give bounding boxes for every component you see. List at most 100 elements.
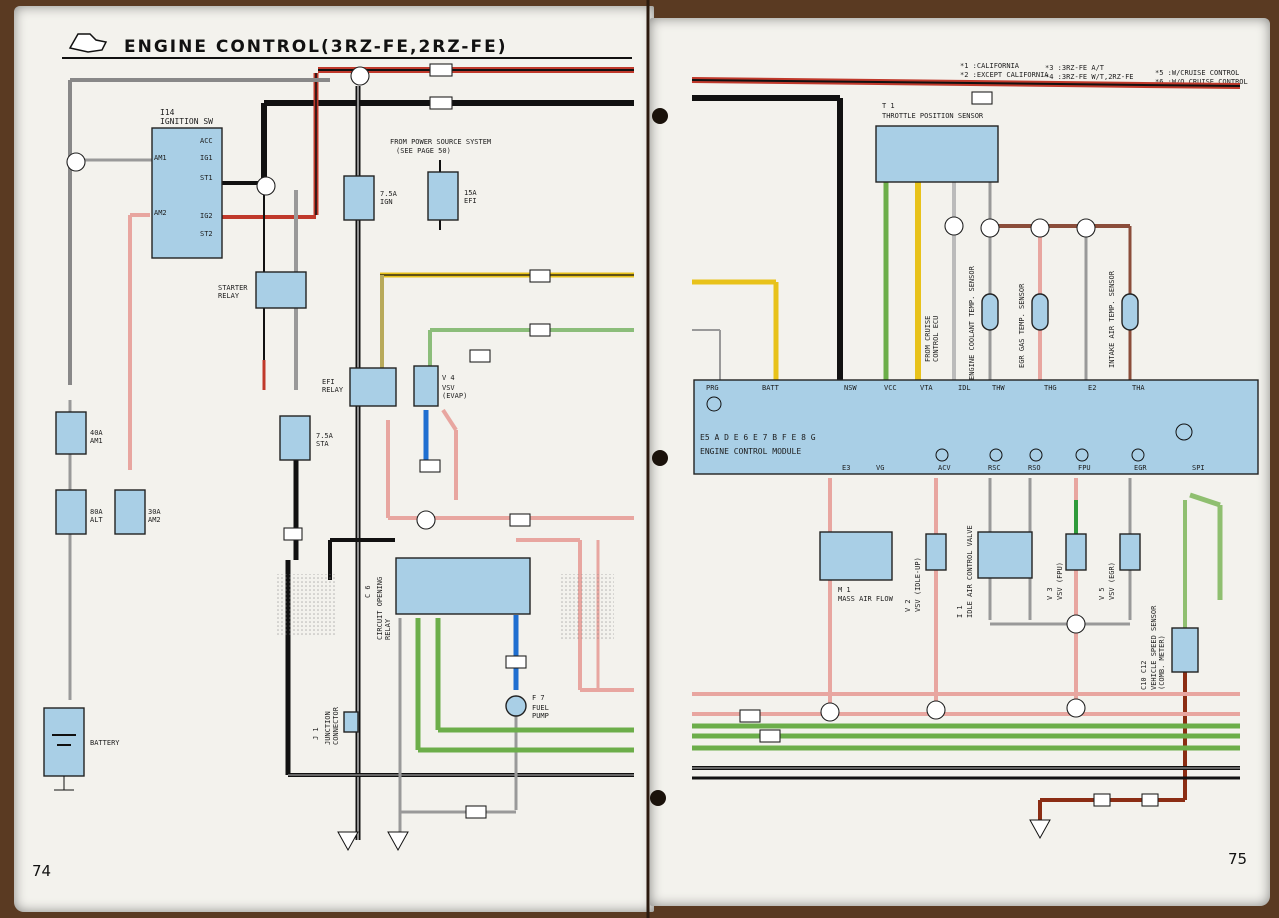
svg-text:SPI: SPI	[1192, 464, 1205, 472]
throttle-position-sensor: T 1 THROTTLE POSITION SENSOR	[875, 102, 999, 183]
hatched-junctions	[276, 574, 614, 640]
circuit-opening-relay: C 6 CIRCUIT OPENINGRELAY	[364, 557, 531, 640]
vsv-fpu: V 3 VSV (FPU)	[1046, 533, 1087, 600]
svg-text:VG: VG	[876, 464, 884, 472]
temp-sensors: ENGINE COOLANT TEMP. SENSOR EGR GAS TEMP…	[968, 265, 1139, 380]
svg-text:E3: E3	[842, 464, 850, 472]
binding-hole	[652, 108, 668, 124]
connector-tags-left	[66, 63, 551, 819]
page-number-right: 75	[1228, 850, 1247, 868]
svg-text:THW: THW	[992, 384, 1005, 392]
svg-text:VSV (IDLE-UP): VSV (IDLE-UP)	[914, 557, 922, 612]
svg-text:NSW: NSW	[844, 384, 857, 392]
svg-text:ACC: ACC	[200, 137, 213, 145]
svg-text:ENGINE COOLANT TEMP. SENSOR: ENGINE COOLANT TEMP. SENSOR	[968, 265, 976, 380]
svg-text:I14: I14	[160, 108, 175, 117]
svg-text:VEHICLE SPEED SENSOR(COMB. MET: VEHICLE SPEED SENSOR(COMB. METER)	[1150, 605, 1166, 690]
svg-text:RSC: RSC	[988, 464, 1001, 472]
svg-text:VSV (FPU): VSV (FPU)	[1056, 562, 1064, 600]
svg-text:F 7: F 7	[532, 694, 545, 702]
svg-text:ST2: ST2	[200, 230, 213, 238]
svg-text:*6 :W/O CRUISE CONTROL: *6 :W/O CRUISE CONTROL	[1155, 78, 1248, 86]
svg-text:VSV (EGR): VSV (EGR)	[1108, 562, 1116, 600]
svg-text:IG1: IG1	[200, 154, 213, 162]
svg-text:VSV(EVAP): VSV(EVAP)	[442, 384, 467, 400]
svg-text:*2 :EXCEPT CALIFORNIA: *2 :EXCEPT CALIFORNIA	[960, 71, 1049, 79]
svg-text:*4 :3RZ-FE W/T,2RZ-FE: *4 :3RZ-FE W/T,2RZ-FE	[1045, 73, 1134, 81]
svg-text:V 2: V 2	[904, 599, 912, 612]
svg-text:CIRCUIT OPENINGRELAY: CIRCUIT OPENINGRELAY	[376, 577, 392, 640]
svg-text:EGR GAS TEMP. SENSOR: EGR GAS TEMP. SENSOR	[1018, 283, 1026, 368]
binding-hole	[650, 790, 666, 806]
ground-symbols-left	[337, 831, 409, 852]
svg-text:J 1: J 1	[312, 727, 320, 740]
engine-control-module: PRG BATT NSW VCC VTA IDL THW THG E2 THA …	[693, 379, 1259, 475]
page-74	[14, 6, 654, 912]
svg-text:*3 :3RZ-FE A/T: *3 :3RZ-FE A/T	[1045, 64, 1105, 72]
svg-text:C10 C12: C10 C12	[1140, 660, 1148, 690]
junction-connector: J 1 JUNCTIONCONNECTOR	[312, 706, 359, 745]
page-title: ENGINE CONTROL(3RZ-FE,2RZ-FE)	[124, 37, 507, 57]
vsv-evap: V 4 VSV(EVAP)	[413, 365, 467, 407]
svg-text:FROM CRUISECONTROL ECU: FROM CRUISECONTROL ECU	[924, 316, 940, 362]
legend: *1 :CALIFORNIA *2 :EXCEPT CALIFORNIA *3 …	[960, 62, 1248, 86]
svg-text:ST1: ST1	[200, 174, 213, 182]
svg-text:V 4: V 4	[442, 374, 455, 382]
svg-text:PRG: PRG	[706, 384, 719, 392]
svg-text:VCC: VCC	[884, 384, 897, 392]
svg-text:THROTTLE POSITION SENSOR: THROTTLE POSITION SENSOR	[882, 112, 984, 120]
svg-text:E5 A D E 6 E 7 B F E 8 G: E5 A D E 6 E 7 B F E 8 G	[700, 433, 816, 442]
car-logo-icon	[68, 33, 108, 53]
mass-air-flow: M 1 MASS AIR FLOW	[819, 531, 894, 603]
battery: BATTERY	[43, 707, 120, 791]
svg-text:INTAKE AIR TEMP. SENSOR: INTAKE AIR TEMP. SENSOR	[1108, 270, 1116, 368]
svg-text:E2: E2	[1088, 384, 1096, 392]
svg-text:IGNITION SW: IGNITION SW	[160, 117, 213, 126]
svg-text:VTA: VTA	[920, 384, 933, 392]
svg-text:I 1: I 1	[956, 605, 964, 618]
svg-text:C 6: C 6	[364, 585, 372, 598]
svg-text:M 1: M 1	[838, 586, 851, 594]
svg-text:IDLE AIR CONTROL VALVE: IDLE AIR CONTROL VALVE	[966, 525, 974, 618]
svg-text:IG2: IG2	[200, 212, 213, 220]
binding-hole	[652, 450, 668, 466]
svg-text:V 5: V 5	[1098, 587, 1106, 600]
page-number-left: 74	[32, 862, 51, 880]
svg-text:AM2: AM2	[154, 209, 167, 217]
svg-text:FROM POWER SOURCE SYSTEM: FROM POWER SOURCE SYSTEM	[390, 138, 491, 146]
svg-text:IDL: IDL	[958, 384, 971, 392]
svg-text:ACV: ACV	[938, 464, 951, 472]
svg-text:BATTERY: BATTERY	[90, 739, 120, 747]
wires-bottom-left	[68, 400, 634, 840]
ignition-switch: I14 IGNITION SW ACC IG1 ST1 AM1 AM2 IG2 …	[151, 108, 223, 259]
svg-text:T 1: T 1	[882, 102, 895, 110]
svg-text:EGR: EGR	[1134, 464, 1147, 472]
svg-text:THA: THA	[1132, 384, 1145, 392]
svg-text:FPU: FPU	[1078, 464, 1091, 472]
vsv-idle-up: V 2 VSV (IDLE-UP)	[904, 533, 947, 612]
vehicle-speed-sensor: C10 C12 VEHICLE SPEED SENSOR(COMB. METER…	[1140, 605, 1199, 690]
svg-text:JUNCTIONCONNECTOR: JUNCTIONCONNECTOR	[324, 706, 340, 745]
page-header: ENGINE CONTROL(3RZ-FE,2RZ-FE)	[62, 33, 632, 59]
svg-text:THG: THG	[1044, 384, 1057, 392]
svg-text:RSO: RSO	[1028, 464, 1041, 472]
svg-text:ENGINE CONTROL MODULE: ENGINE CONTROL MODULE	[700, 447, 801, 456]
idle-air-control-valve: I 1 IDLE AIR CONTROL VALVE	[956, 525, 1033, 618]
from-cruise-label: FROM CRUISECONTROL ECU	[924, 316, 940, 362]
connector-tags-right	[739, 91, 1159, 840]
svg-text:*1 :CALIFORNIA: *1 :CALIFORNIA	[960, 62, 1020, 70]
